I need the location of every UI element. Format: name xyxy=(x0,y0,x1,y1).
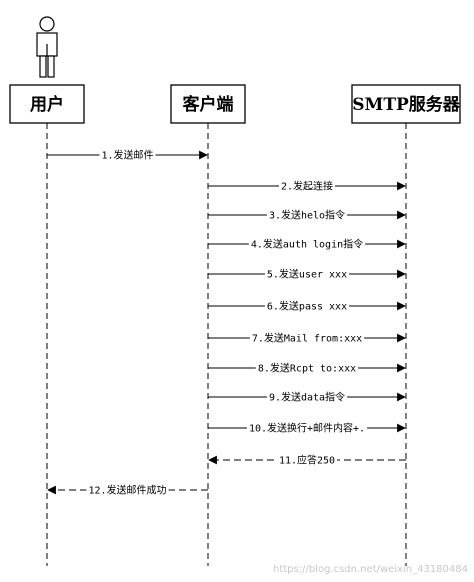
participant-boxes: 用户 客户端 SMTP服务器 xyxy=(9,84,461,124)
message-label-3: 3.发送helo指令 xyxy=(269,209,345,222)
message-label-bg-4 xyxy=(248,236,366,252)
message-label-bg-10 xyxy=(246,420,368,436)
message-label-bg-8 xyxy=(255,360,359,376)
message-label-2: 2.发起连接 xyxy=(281,180,333,193)
message-label-1: 1.发送邮件 xyxy=(101,149,153,162)
message-label-4: 4.发送auth login指令 xyxy=(251,238,363,251)
message-label-10: 10.发送换行+邮件内容+. xyxy=(249,422,365,435)
watermark-text: https://blog.csdn.net/weixin_43180484 xyxy=(273,564,468,575)
messages: 1.发送邮件 2.发起连接 3.发送helo指令 4.发送auth login指令 5.… xyxy=(47,147,406,498)
message-label-8: 8.发送Rcpt to:xxx xyxy=(258,362,356,375)
message-label-bg-9 xyxy=(266,389,348,405)
message-label-bg-12 xyxy=(86,482,169,498)
lifelines xyxy=(46,123,407,566)
message-label-9: 9.发送data指令 xyxy=(269,391,345,404)
message-label-bg-6 xyxy=(264,298,350,314)
message-label-11: 11.应答250 xyxy=(279,454,335,467)
participant-box-user xyxy=(9,84,85,124)
message-label-7: 7.发送Mail from:xxx xyxy=(252,332,362,345)
user-actor-icon xyxy=(36,16,58,78)
message-label-bg-3 xyxy=(266,207,348,223)
message-label-12: 12.发送邮件成功 xyxy=(88,484,166,497)
message-label-bg-2 xyxy=(278,178,336,194)
participant-label-server: SMTP服务器 xyxy=(352,94,461,115)
message-label-6: 6.发送pass xxx xyxy=(267,300,347,313)
participant-label-user: 用户 xyxy=(30,94,64,115)
message-label-bg-1 xyxy=(99,147,156,163)
participant-label-client: 客户端 xyxy=(182,94,234,115)
message-label-bg-11 xyxy=(276,452,338,468)
participant-box-server xyxy=(351,84,461,124)
message-label-bg-5 xyxy=(264,266,350,282)
message-label-bg-7 xyxy=(249,330,365,346)
participant-box-client xyxy=(170,84,246,124)
message-label-5: 5.发送user xxx xyxy=(267,268,347,281)
